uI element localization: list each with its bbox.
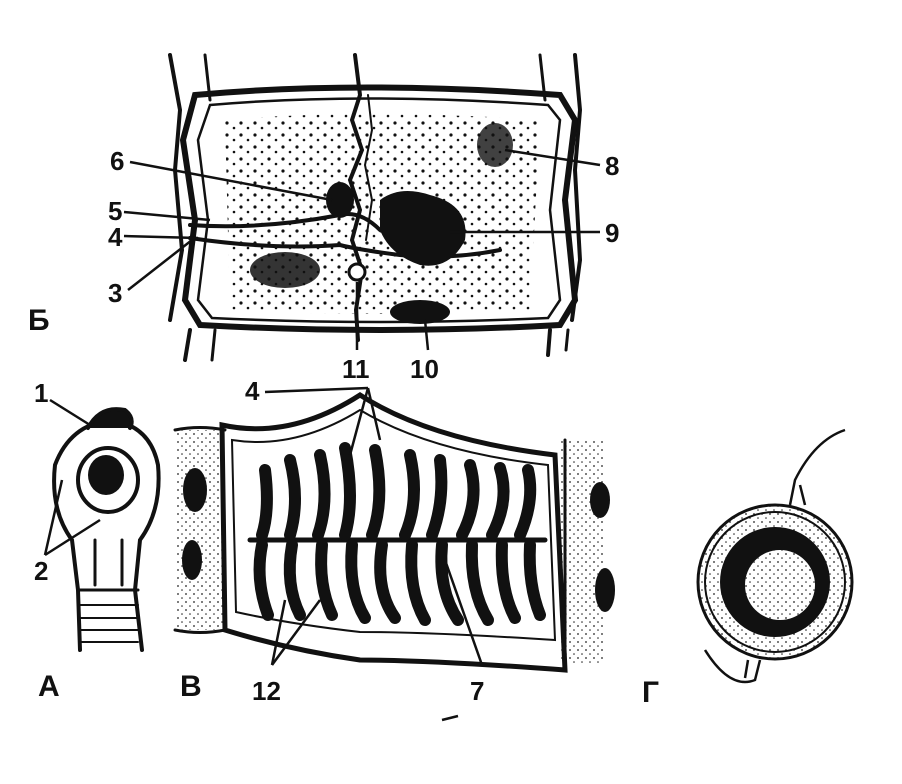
panel-label-a: А xyxy=(38,670,60,703)
callout-1: 1 xyxy=(34,378,48,408)
callout-8: 8 xyxy=(605,151,619,181)
callout-9: 9 xyxy=(605,218,619,248)
callout-4-top: 4 xyxy=(108,222,123,252)
panel-v-gravid-segment xyxy=(173,392,615,673)
panel-labels: Б А В Г xyxy=(28,304,659,709)
panel-label-b: Б xyxy=(28,304,50,337)
callout-5: 5 xyxy=(108,196,122,226)
callout-12: 12 xyxy=(252,676,281,706)
panel-b-leaders xyxy=(123,148,601,351)
panel-v-leaders xyxy=(264,386,484,722)
callout-4-bottom: 4 xyxy=(245,376,260,406)
callout-10: 10 xyxy=(410,354,439,384)
callout-11: 11 xyxy=(342,354,370,384)
callout-numbers: 6 5 4 3 8 9 11 10 1 2 4 12 7 xyxy=(34,146,619,706)
panel-label-g: Г xyxy=(642,676,659,709)
callout-2: 2 xyxy=(34,556,48,586)
panel-label-v: В xyxy=(180,670,202,703)
callout-3: 3 xyxy=(108,278,122,308)
callout-6: 6 xyxy=(110,146,124,176)
callout-7: 7 xyxy=(470,676,484,706)
panel-a-scolex xyxy=(52,407,161,652)
panel-a-leaders xyxy=(43,398,101,557)
panel-g-egg xyxy=(696,428,854,684)
panel-b-mature-segment xyxy=(168,53,583,362)
